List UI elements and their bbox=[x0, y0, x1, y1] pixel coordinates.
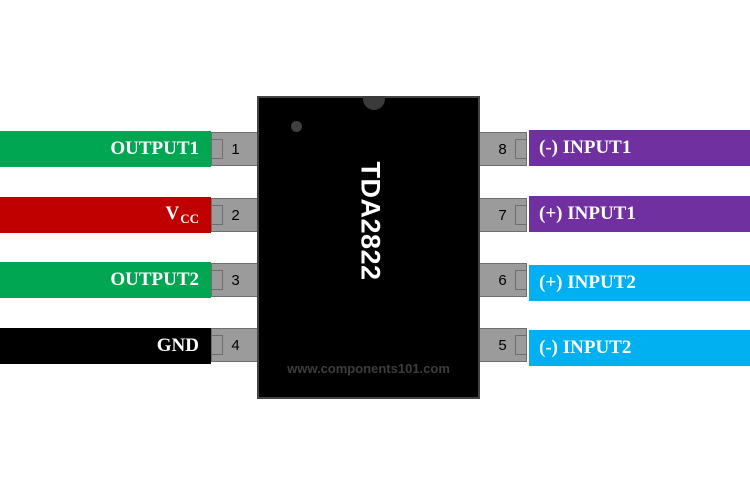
pin-7-label: (+) INPUT1 bbox=[539, 203, 636, 224]
pin-2-label: VCC bbox=[165, 203, 199, 226]
pin-5-label: (-) INPUT2 bbox=[539, 337, 632, 358]
pin-7-number: 7 bbox=[498, 206, 507, 224]
pin-4-number: 4 bbox=[231, 336, 240, 354]
pin-7: 7 bbox=[478, 198, 527, 232]
pin1-indicator-dot bbox=[291, 121, 302, 132]
pin-7-label-bar: (+) INPUT1 bbox=[529, 196, 750, 232]
pin-4-label-bar: GND bbox=[0, 328, 211, 364]
pin-6: 6 bbox=[478, 263, 527, 297]
pin-1-label: OUTPUT1 bbox=[110, 138, 199, 159]
ic-body: TDA2822 www.components101.com bbox=[257, 96, 480, 399]
pin-1-number: 1 bbox=[231, 140, 240, 158]
pin-4: 4 bbox=[211, 328, 260, 362]
pin-8-label-bar: (-) INPUT1 bbox=[529, 130, 750, 166]
pin-2: 2 bbox=[211, 198, 260, 232]
pin-1: 1 bbox=[211, 132, 260, 166]
pin-8: 8 bbox=[478, 132, 527, 166]
pin-4-label: GND bbox=[156, 335, 199, 356]
pin-3: 3 bbox=[211, 263, 260, 297]
pin-6-label: (+) INPUT2 bbox=[539, 272, 636, 293]
pin-2-number: 2 bbox=[231, 206, 240, 224]
pin-2-label-bar: VCC bbox=[0, 197, 211, 233]
orientation-notch bbox=[363, 96, 385, 110]
pin-5: 5 bbox=[478, 328, 527, 362]
pin-3-number: 3 bbox=[231, 271, 240, 289]
pin-1-label-bar: OUTPUT1 bbox=[0, 131, 211, 167]
watermark: www.components101.com bbox=[287, 361, 450, 376]
pin-3-label: OUTPUT2 bbox=[110, 269, 199, 290]
pin-8-label: (-) INPUT1 bbox=[539, 137, 632, 158]
pin-6-number: 6 bbox=[498, 271, 507, 289]
pin-8-number: 8 bbox=[498, 140, 507, 158]
pin-3-label-bar: OUTPUT2 bbox=[0, 262, 211, 298]
pin-5-label-bar: (-) INPUT2 bbox=[529, 330, 750, 366]
pin-6-label-bar: (+) INPUT2 bbox=[529, 265, 750, 301]
pin-5-number: 5 bbox=[498, 336, 507, 354]
chip-name: TDA2822 bbox=[355, 161, 386, 281]
